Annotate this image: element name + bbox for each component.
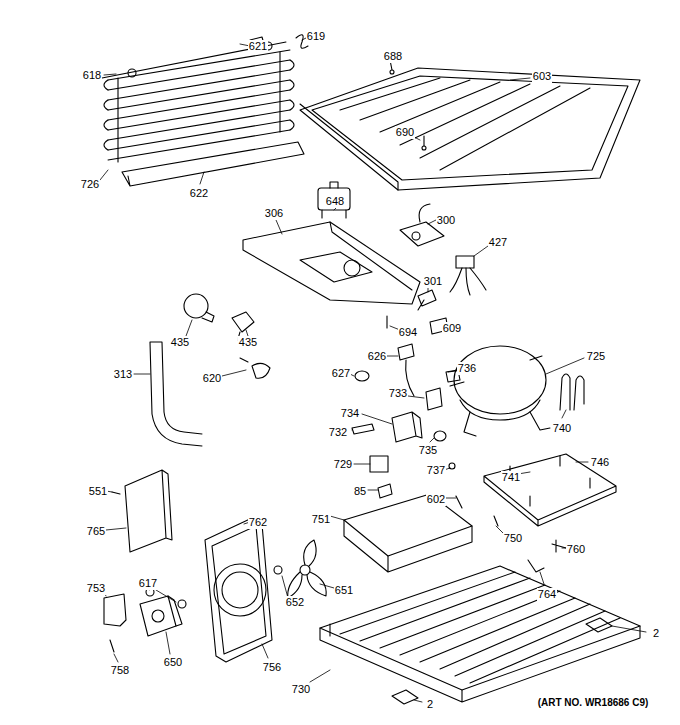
drain-pan <box>300 60 640 190</box>
callout-number: 725 <box>586 350 606 363</box>
grommet <box>434 431 446 441</box>
callout-number: 652 <box>285 596 305 609</box>
control-tray <box>344 494 472 572</box>
compressor <box>448 346 550 436</box>
callout-number: 737 <box>426 464 446 477</box>
washer <box>274 566 282 574</box>
drain-tube <box>150 342 202 446</box>
callout-number: 726 <box>80 178 100 191</box>
relay <box>370 456 388 472</box>
art-number: (ART NO. WR18686 C9) <box>537 696 650 709</box>
callout-number: 622 <box>189 187 209 200</box>
screw <box>494 516 498 526</box>
callout-number: 618 <box>82 69 102 82</box>
leader-lines <box>100 38 646 702</box>
fan-blade <box>288 540 326 598</box>
callout-number: 758 <box>110 664 130 677</box>
callout-number: 736 <box>457 362 477 375</box>
callout-number: 741 <box>501 471 521 484</box>
callout-number: 435 <box>238 336 258 349</box>
callout-number: 603 <box>532 70 552 83</box>
callout-number: 2 <box>426 698 434 711</box>
callout-number: 651 <box>334 584 354 597</box>
wire-harness <box>450 256 486 295</box>
clip <box>528 560 544 572</box>
callout-number: 690 <box>395 126 415 139</box>
callout-number: 734 <box>340 407 360 420</box>
light-socket <box>418 290 436 310</box>
callout-number: 650 <box>163 656 183 669</box>
drip-tray <box>122 142 304 186</box>
callout-number: 627 <box>331 367 351 380</box>
evaporator-coil <box>320 566 640 702</box>
tube-bracket <box>560 374 584 410</box>
callout-number: 751 <box>311 513 331 526</box>
screw <box>110 640 114 652</box>
screw <box>386 316 387 328</box>
cover-panel <box>112 470 172 552</box>
callout-number: 762 <box>248 516 268 529</box>
callout-number: 619 <box>306 30 326 43</box>
callout-number: 765 <box>86 525 106 538</box>
callout-number: 760 <box>566 543 586 556</box>
cap <box>355 371 369 381</box>
capacitor <box>240 358 270 378</box>
callout-number: 85 <box>353 485 367 498</box>
callout-number: 300 <box>436 214 456 227</box>
callout-number: 427 <box>488 236 508 249</box>
callout-number: 750 <box>503 532 523 545</box>
callout-number: 732 <box>328 426 348 439</box>
control-housing <box>243 222 420 304</box>
callout-number: 313 <box>113 368 133 381</box>
callout-number: 301 <box>423 275 443 288</box>
screw <box>456 496 462 508</box>
callout-number: 620 <box>202 372 222 385</box>
motor-bracket <box>104 594 126 626</box>
fan-shroud <box>205 518 272 662</box>
callout-number: 602 <box>426 493 446 506</box>
callout-number: 435 <box>170 336 190 349</box>
grommet <box>178 600 186 608</box>
callout-number: 551 <box>88 485 108 498</box>
callout-number: 735 <box>418 444 438 457</box>
callout-number: 729 <box>333 458 353 471</box>
callout-number: 740 <box>552 422 572 435</box>
callout-number: 694 <box>398 326 418 339</box>
callout-number: 609 <box>442 322 462 335</box>
callout-number: 688 <box>383 50 403 63</box>
condenser-coil <box>102 35 308 162</box>
callout-number: 753 <box>86 582 106 595</box>
relay-cover <box>392 412 422 442</box>
overload <box>426 388 442 410</box>
callout-number: 756 <box>262 661 282 674</box>
callout-number: 617 <box>138 577 158 590</box>
callout-number: 733 <box>388 387 408 400</box>
pad <box>392 690 418 704</box>
clip <box>552 540 566 552</box>
bracket <box>352 424 374 434</box>
pad <box>586 618 612 632</box>
defrost-timer <box>318 182 350 218</box>
callout-number: 621 <box>248 40 268 53</box>
mounting-plate <box>484 454 616 526</box>
light-bulb <box>184 294 214 322</box>
callout-number: 306 <box>264 207 284 220</box>
callout-number: 746 <box>590 456 610 469</box>
callout-number: 764 <box>537 588 557 601</box>
callout-number: 648 <box>325 195 345 208</box>
callout-number: 2 <box>652 627 660 640</box>
callout-number: 730 <box>291 683 311 696</box>
callout-number: 626 <box>367 350 387 363</box>
clip <box>378 484 392 498</box>
